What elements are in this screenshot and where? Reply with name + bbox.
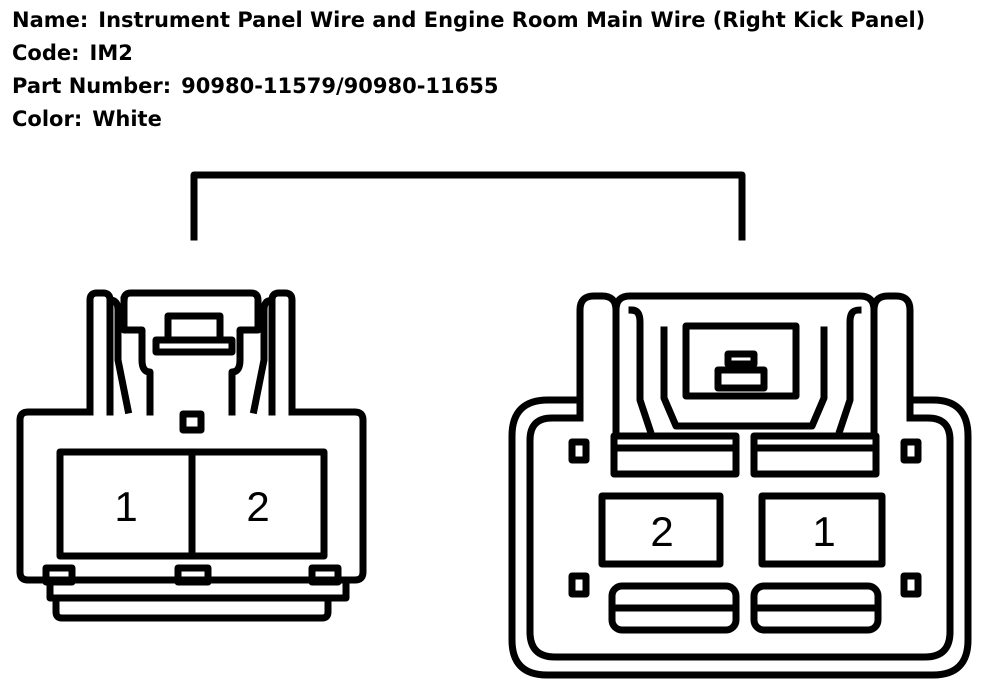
right-connector-inner: [526, 414, 954, 661]
left-latch-tab: [164, 312, 224, 344]
color-label: Color:: [12, 107, 83, 131]
left-pin-1: 1: [114, 483, 137, 530]
right-corner-notch-tl: [568, 438, 590, 464]
left-latch-arm-left: [106, 296, 133, 415]
left-latch-housing: [120, 289, 262, 416]
part-number-row: Part Number: 90980-11579/90980-11655: [12, 70, 1002, 103]
right-corner-notch-tr: [900, 438, 922, 464]
left-latch-arm-right: [249, 296, 276, 415]
color-value: White: [92, 107, 162, 131]
name-row: Name: Instrument Panel Wire and Engine Ro…: [12, 4, 1002, 37]
left-bottom-window-3: [308, 564, 342, 586]
part-number-label: Part Number:: [12, 74, 172, 98]
name-value: Instrument Panel Wire and Engine Room Ma…: [98, 8, 926, 32]
right-lock-tab: [714, 366, 768, 392]
part-number-value: 90980-11579/90980-11655: [181, 74, 499, 98]
left-base-layer-2: [52, 594, 332, 622]
mating-bracket: [190, 171, 746, 241]
left-key-notch: [179, 410, 205, 434]
right-latch-arm-right: [870, 292, 914, 434]
left-bottom-window-2: [174, 564, 212, 586]
code-label: Code:: [12, 41, 80, 65]
color-row: Color: White: [12, 103, 1002, 136]
right-pin-1: 1: [812, 508, 835, 555]
right-housing-inner-left: [628, 306, 655, 435]
right-lock-window: [682, 322, 800, 400]
right-upper-guide-right: [750, 432, 880, 478]
right-cavity-left: [598, 492, 724, 568]
right-housing-inner-right: [835, 306, 862, 435]
right-upper-guide-left: [610, 432, 740, 478]
right-connector-body: [508, 396, 972, 679]
right-corner-notch-bl: [568, 572, 590, 598]
name-label: Name:: [12, 8, 89, 32]
right-cavity-right: [758, 492, 886, 568]
left-pin-2: 2: [246, 483, 269, 530]
left-base-layer-1: [46, 578, 350, 602]
right-top-housing: [612, 292, 878, 314]
right-lock-nub: [724, 350, 758, 368]
right-connector: 2 1: [508, 292, 972, 679]
connector-info: Name: Instrument Panel Wire and Engine Ro…: [12, 4, 1002, 136]
right-lock-frame: [660, 326, 828, 430]
code-row: Code: IM2: [12, 37, 1002, 70]
left-latch-slot: [152, 336, 236, 356]
left-bottom-window-1: [42, 564, 76, 586]
code-value: IM2: [89, 41, 133, 65]
right-pin-2: 2: [650, 508, 673, 555]
left-connector: 1 2: [16, 289, 367, 622]
right-latch-arm-left: [576, 292, 620, 434]
right-corner-notch-br: [900, 572, 922, 598]
